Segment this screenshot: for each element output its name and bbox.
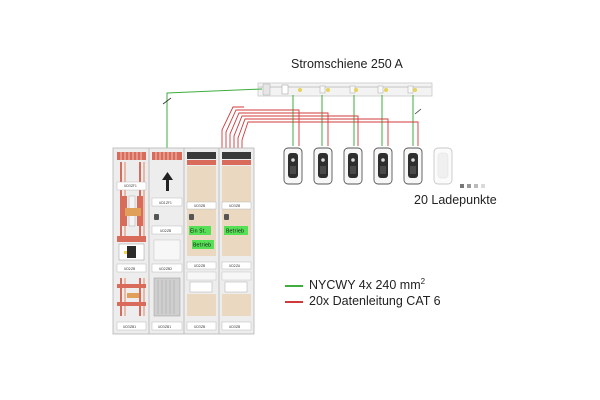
data-cables: [221, 106, 419, 150]
charge-point: [343, 147, 363, 185]
panel4-display: Betrieb: [226, 229, 244, 235]
charge-point: [373, 147, 393, 185]
cable-break-marks: [162, 97, 422, 115]
legend-power-cable-swatch: [285, 285, 303, 287]
svg-text:UD2ZA: UD2ZA: [229, 264, 241, 268]
svg-text:UD3ZB: UD3ZB: [194, 325, 205, 329]
power-cables: [166, 88, 414, 148]
svg-text:UD2ZB: UD2ZB: [124, 267, 135, 271]
charge-point-placeholder: [433, 147, 453, 185]
legend-power-cable-text: NYCWY 4x 240 mm: [309, 278, 421, 293]
svg-text:UD3ZB1: UD3ZB1: [123, 325, 136, 329]
svg-text:UD3ZB: UD3ZB: [229, 204, 240, 208]
legend-data-cable-label: 20x Datenleitung CAT 6: [309, 294, 441, 308]
charge-points: [283, 147, 485, 188]
busbar: [257, 82, 433, 97]
continuation-dots: [460, 184, 485, 188]
svg-text:UD1ZF1: UD1ZF1: [159, 201, 172, 205]
charge-points-label: 20 Ladepunkte: [414, 193, 497, 207]
svg-text:UD2ZB: UD2ZB: [160, 229, 171, 233]
cabinet-panel-1: UD3ZF1 UD2ZB UD3ZB1: [116, 152, 147, 331]
legend-data-cable-swatch: [285, 301, 303, 303]
charge-point: [313, 147, 333, 185]
svg-text:UD2ZB2: UD2ZB2: [159, 267, 172, 271]
svg-text:UD3ZB: UD3ZB: [194, 204, 205, 208]
cabinet-panel-3: UD3ZB Ein St. Betrieb UD2ZB UD3ZB: [186, 152, 217, 331]
svg-text:UD2ZB: UD2ZB: [194, 264, 205, 268]
svg-text:UD3ZB1: UD3ZB1: [158, 325, 171, 329]
cabinet-panel-2: UD1ZF1 UD2ZB UD2ZB2 UD3ZB1: [151, 152, 183, 331]
charge-point: [403, 147, 423, 185]
busbar-label: Stromschiene 250 A: [291, 57, 403, 71]
panel3-display-2: Betrieb: [193, 243, 211, 249]
charge-point: [283, 147, 303, 185]
cabinet-panel-4: UD3ZB Betrieb UD2ZA UD3ZB: [221, 152, 252, 331]
legend-power-cable-label: NYCWY 4x 240 mm2: [309, 277, 425, 292]
svg-text:UD3ZF1: UD3ZF1: [124, 184, 137, 188]
distribution-cabinet: UD3ZF1 UD2ZB UD3ZB1: [112, 147, 255, 335]
legend-power-cable-sup: 2: [420, 277, 426, 286]
panel3-display-1: Ein St.: [190, 229, 206, 235]
svg-text:UD3ZB: UD3ZB: [229, 325, 240, 329]
